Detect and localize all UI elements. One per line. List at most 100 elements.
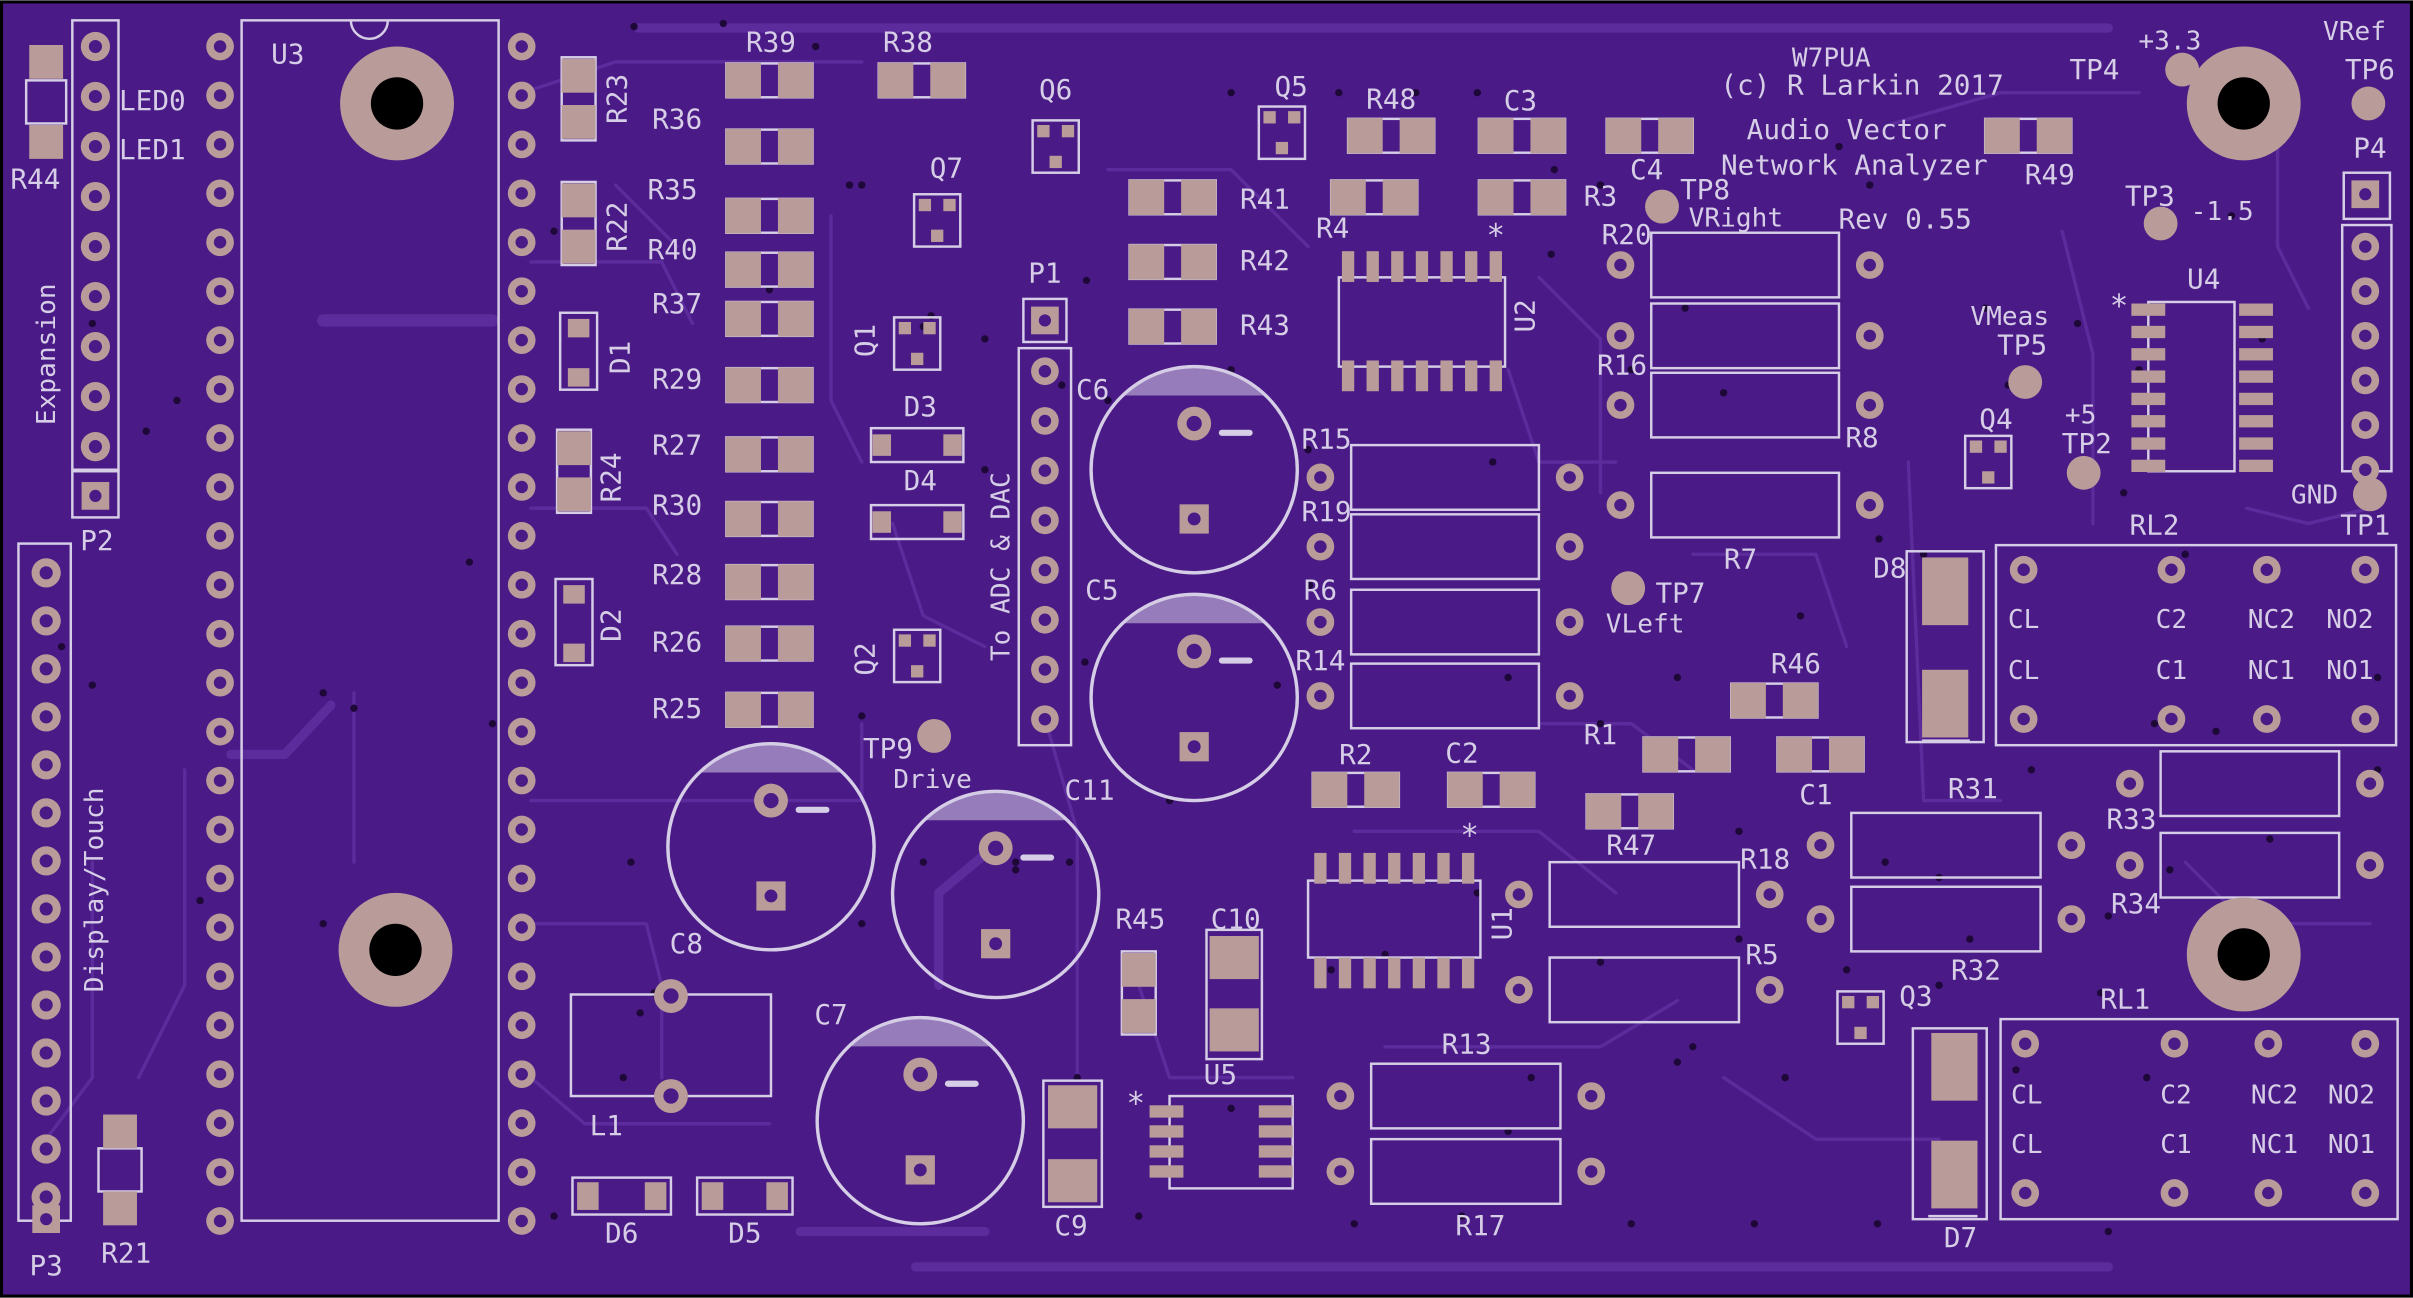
c1-pad (1776, 736, 1813, 773)
u4-pad (2131, 392, 2166, 406)
tp-drive: Drive (893, 765, 972, 795)
pad-drill (2262, 1037, 2275, 1050)
u2-pad (1391, 251, 1404, 282)
u5-pad (1258, 1105, 1293, 1118)
pad-drill (88, 340, 102, 354)
q4-pad (1994, 440, 2007, 453)
pad-drill (213, 676, 227, 689)
trace (1537, 275, 1603, 495)
ref-r15: R15 (1302, 422, 1352, 455)
via (1673, 1058, 1682, 1066)
ref-r7: R7 (1724, 543, 1757, 576)
pad-drill (213, 1067, 227, 1081)
r3-pad (1478, 118, 1514, 154)
pad-drill (2168, 1186, 2181, 1200)
u4-pad (2131, 415, 2166, 428)
d1-outline (558, 311, 599, 391)
u4-pad (2239, 348, 2273, 361)
r43-pad (1181, 308, 1217, 345)
resistor-pad (777, 367, 814, 403)
pad-drill (213, 921, 227, 934)
pad-drill (1038, 414, 1052, 428)
pad-drill (39, 710, 53, 724)
resistor-body (1850, 885, 2042, 953)
resistor-pad (930, 62, 966, 99)
pad-drill (1187, 512, 1201, 526)
pad-drill (515, 1116, 528, 1130)
r41-pad (1181, 179, 1217, 216)
ref-r24: R24 (594, 452, 627, 502)
via (2181, 550, 2189, 559)
ref-r27: R27 (652, 429, 702, 462)
u1-pad (1388, 957, 1401, 989)
r3-pad (1530, 118, 1566, 154)
pad-drill (1186, 415, 1202, 432)
via (2143, 1073, 2151, 1082)
r48-pad (1347, 118, 1383, 154)
ref-c3: C3 (1504, 84, 1537, 117)
d2-pad (563, 643, 585, 663)
pin1-marker: * (1487, 218, 1506, 254)
ref-c11: C11 (1065, 773, 1115, 806)
via (1873, 1220, 1882, 1228)
ref-r39: R39 (746, 25, 796, 58)
rl2-outline (1994, 543, 2398, 747)
pad-drill (913, 1163, 927, 1177)
pad-drill (39, 806, 53, 820)
pad-drill (1584, 1089, 1598, 1103)
q4-pad (1982, 471, 1995, 484)
c9-outline (1042, 1079, 1104, 1209)
u1-pad (1314, 957, 1327, 989)
pad-drill (39, 902, 53, 916)
pad-drill (1038, 663, 1052, 676)
via (2096, 989, 2105, 997)
resistor-body (1850, 811, 2042, 879)
transistor-outline (1963, 434, 2013, 490)
via (550, 227, 558, 235)
pad-drill (39, 950, 53, 964)
pad-drill (2359, 240, 2372, 253)
pad-drill (1563, 471, 1576, 484)
u5-pad (1149, 1165, 1184, 1178)
ref-r3: R3 (1584, 179, 1617, 212)
resistor-pad (725, 251, 761, 288)
rl1-outline (1999, 1017, 2399, 1221)
u1-pad (1338, 852, 1352, 884)
pad-drill (515, 89, 528, 102)
relay-pin-label: C2 (2156, 605, 2188, 635)
pad-drill (1334, 1089, 1347, 1103)
d5-pad (701, 1182, 724, 1210)
resistor-pad (777, 692, 814, 728)
ref-rl1: RL1 (2100, 983, 2150, 1016)
test-point (917, 719, 952, 753)
ref-c2: C2 (1445, 736, 1478, 769)
pad-drill (2359, 284, 2372, 298)
trace (521, 60, 864, 95)
pad-drill (39, 998, 53, 1012)
resistor-pad (725, 501, 761, 537)
q5-pad (1275, 141, 1289, 155)
u4-outline (2147, 300, 2236, 473)
relay-pin-label: CL (2008, 656, 2040, 686)
module-notch (349, 20, 390, 40)
pad-drill (213, 236, 227, 249)
u5-outline (1168, 1094, 1294, 1190)
pad-drill (2359, 463, 2372, 476)
pad-drill (1814, 838, 1827, 852)
via (858, 181, 866, 189)
trace (613, 183, 679, 249)
via (627, 858, 635, 866)
pad-drill (213, 187, 227, 200)
c9-pad (1047, 1085, 1098, 1129)
relay-pin-label: C1 (2156, 656, 2188, 686)
pad-drill (1038, 514, 1052, 527)
r23-pad (561, 58, 596, 93)
trace (1383, 998, 1680, 1049)
pad-drill (2018, 1037, 2032, 1050)
pad-drill (515, 480, 528, 494)
u4-pad (2239, 415, 2273, 428)
ref-r31: R31 (1948, 772, 1998, 805)
d7-pad (1931, 1140, 1978, 1209)
tp-vright: VRight (1689, 203, 1783, 233)
pad-drill (515, 1165, 528, 1179)
